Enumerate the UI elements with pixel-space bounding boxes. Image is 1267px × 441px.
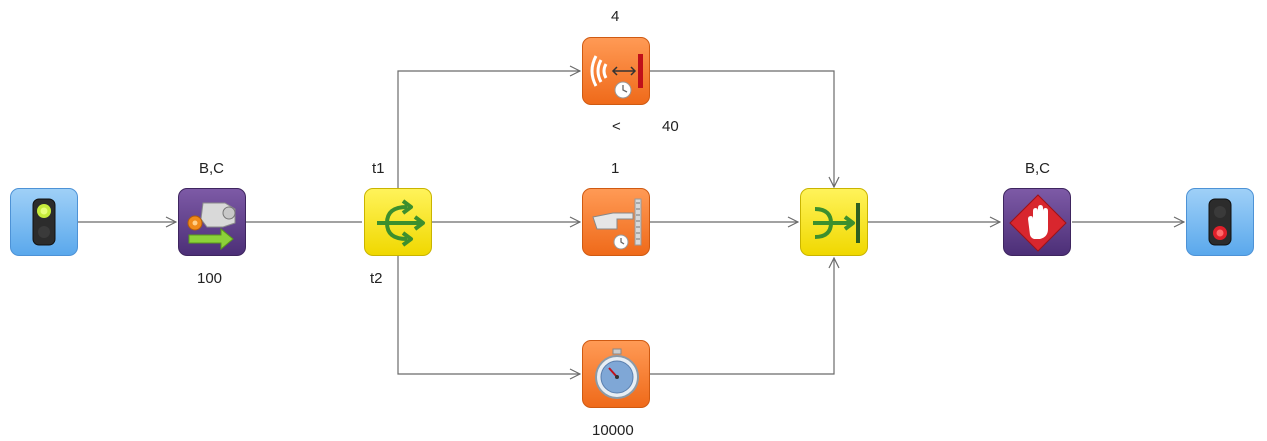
wire-ultrasonic-join [650,70,834,187]
timer-duration-label: 10000 [592,422,634,439]
ultrasonic-wait-block[interactable] [582,37,650,105]
fork-thread-1-label: t1 [372,160,385,177]
parallel-fork-block[interactable] [364,188,432,256]
motor-ports-label: B,C [199,160,225,177]
stopwatch-icon [595,348,639,399]
touch-sensor-icon [592,198,642,250]
motor-on-block[interactable] [178,188,246,256]
touch-wait-block[interactable] [582,188,650,256]
stop-motor-block[interactable] [1003,188,1071,256]
start-block[interactable] [10,188,78,256]
traffic-light-red-icon [1208,198,1232,246]
stop-hand-icon [1009,194,1067,252]
parallel-join-icon [813,203,860,243]
ultrasonic-port-label: 4 [611,8,620,25]
ultrasonic-threshold-label: 40 [662,118,679,135]
fork-thread-2-label: t2 [370,270,383,287]
traffic-light-green-icon [32,198,56,246]
wire-timer-join [650,258,834,375]
parallel-fork-icon [377,199,425,247]
ultrasonic-sensor-icon [590,54,643,99]
motor-on-icon [187,202,236,251]
parallel-join-block[interactable] [800,188,868,256]
stop-motor-ports-label: B,C [1025,160,1051,177]
touch-port-label: 1 [611,160,620,177]
timer-wait-block[interactable] [582,340,650,408]
wire-fork-ultrasonic [397,71,580,188]
wire-fork-timer [397,256,580,374]
end-block[interactable] [1186,188,1254,256]
ultrasonic-compare-label: < [612,118,621,135]
motor-power-label: 100 [197,270,223,287]
